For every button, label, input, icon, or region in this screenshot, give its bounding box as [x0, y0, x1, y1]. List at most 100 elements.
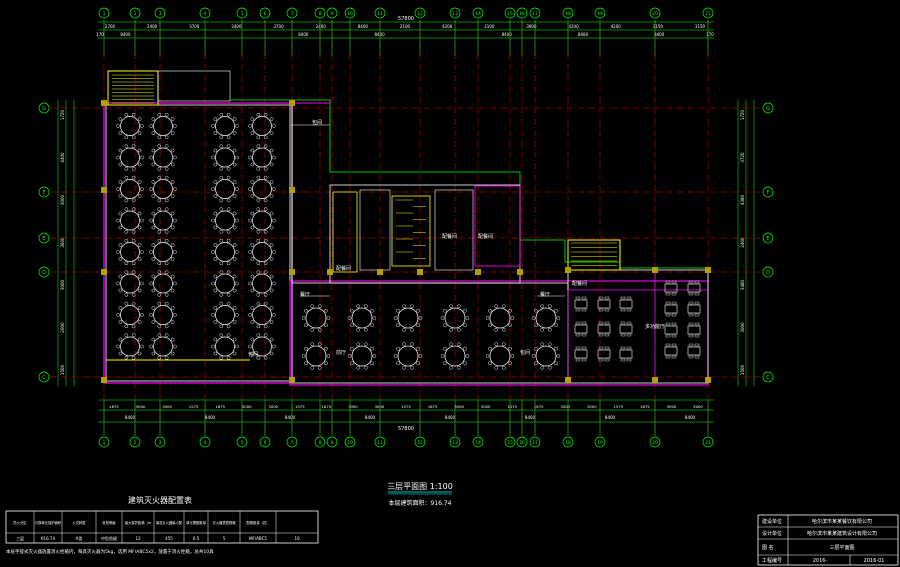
chair [248, 313, 252, 317]
round-table [153, 210, 173, 231]
chair [157, 270, 162, 275]
round-table [215, 242, 235, 262]
chair [443, 361, 447, 366]
chair [463, 308, 467, 313]
table-header-0: 防火分区 [13, 520, 27, 525]
grid-bubble-top-label: 17 [532, 11, 538, 17]
chair [118, 148, 123, 153]
chair [157, 135, 162, 140]
chair [151, 320, 156, 324]
grid-bubble-bottom [562, 436, 574, 448]
round-table [489, 345, 511, 367]
grid-bubble-left [38, 102, 50, 114]
grid-bubble-top [516, 7, 528, 19]
chair [157, 229, 162, 234]
chair [534, 361, 538, 366]
chair [118, 306, 123, 310]
chair [410, 365, 414, 370]
chair [116, 281, 120, 286]
chair [137, 117, 142, 121]
chair [256, 292, 261, 297]
chair [665, 280, 671, 284]
chair [226, 166, 231, 171]
round-table [351, 307, 373, 329]
chair [665, 355, 671, 359]
chair [140, 281, 144, 286]
rect-table [687, 325, 701, 335]
round-table [120, 210, 140, 231]
grid-bubble-top [286, 7, 298, 19]
table-header-2: 火灾种类 [72, 520, 86, 525]
chair [219, 301, 224, 306]
chair [137, 288, 142, 293]
chair [232, 180, 237, 184]
grid-bubble-top-label: 3 [159, 11, 162, 17]
chair [250, 288, 255, 293]
chair [219, 166, 224, 171]
round-table [305, 307, 327, 329]
chair [226, 301, 231, 306]
top-sub-dim: 3700 [273, 24, 284, 29]
chair [116, 344, 120, 349]
grid-bubble-left-label: F [43, 190, 46, 196]
chair [149, 218, 153, 223]
chair [263, 261, 268, 266]
grid-bubble-bottom [129, 436, 141, 448]
chair [502, 327, 506, 332]
chair [131, 135, 136, 140]
chair [457, 304, 461, 309]
top-sub-dim: 3900 [526, 24, 537, 29]
chair [272, 250, 276, 254]
title-block: 建设单位 哈尔滨市某某餐饮有限公司 设计单位 哈尔滨市某某建筑设计有限公司 图 … [757, 514, 899, 566]
chair [137, 243, 142, 247]
chair [232, 211, 237, 216]
chair [149, 250, 153, 254]
chair [418, 354, 423, 358]
grid-bubble-right-label: D [766, 270, 770, 276]
grid-bubble-right [762, 371, 774, 383]
chair [626, 333, 632, 337]
top-sub-dim: 3700 [189, 24, 200, 29]
bottom-row-dim: 1575 [401, 404, 411, 409]
chair [149, 344, 153, 349]
chair [151, 211, 156, 216]
grid-bubble-bottom [702, 436, 714, 448]
chair [263, 166, 268, 171]
chair [164, 355, 169, 360]
chair [173, 218, 177, 223]
chair [164, 270, 169, 275]
chair [250, 243, 255, 247]
bottom-row-dim: 1875 [428, 404, 438, 409]
top-sub-dim: 3150 [695, 24, 706, 29]
chair [137, 194, 142, 198]
chair [124, 270, 129, 275]
grid-bubble-bottom [344, 436, 356, 448]
tb-r2-value: 哈尔滨市某某建筑设计有限公司 [807, 530, 877, 537]
chair [598, 358, 604, 362]
column [101, 187, 107, 193]
chair [694, 322, 700, 326]
chair [347, 316, 352, 320]
chair [488, 346, 492, 351]
grid-bubble-left-label: E [42, 236, 45, 242]
chair [465, 354, 470, 358]
top-sub-dim: 8400 [358, 24, 369, 29]
column [652, 267, 658, 273]
left-dim: 4400 [60, 152, 65, 163]
chair [157, 207, 162, 212]
column [417, 269, 423, 275]
chair [269, 274, 274, 279]
chair [250, 320, 255, 324]
chair [124, 292, 129, 297]
chair [494, 342, 498, 347]
round-table [489, 307, 511, 329]
top-sub-dim: 2100 [400, 24, 411, 29]
bottom-sub-dim: 8400 [685, 415, 696, 420]
chair [213, 243, 218, 247]
chair [235, 218, 239, 223]
table-header-6: 单元需配数量 [186, 520, 206, 525]
bottom-sub-dim: 8400 [285, 415, 296, 420]
chair [213, 225, 218, 230]
bottom-row-dim: 3000 [348, 404, 358, 409]
grid-bubble-top [414, 7, 426, 19]
